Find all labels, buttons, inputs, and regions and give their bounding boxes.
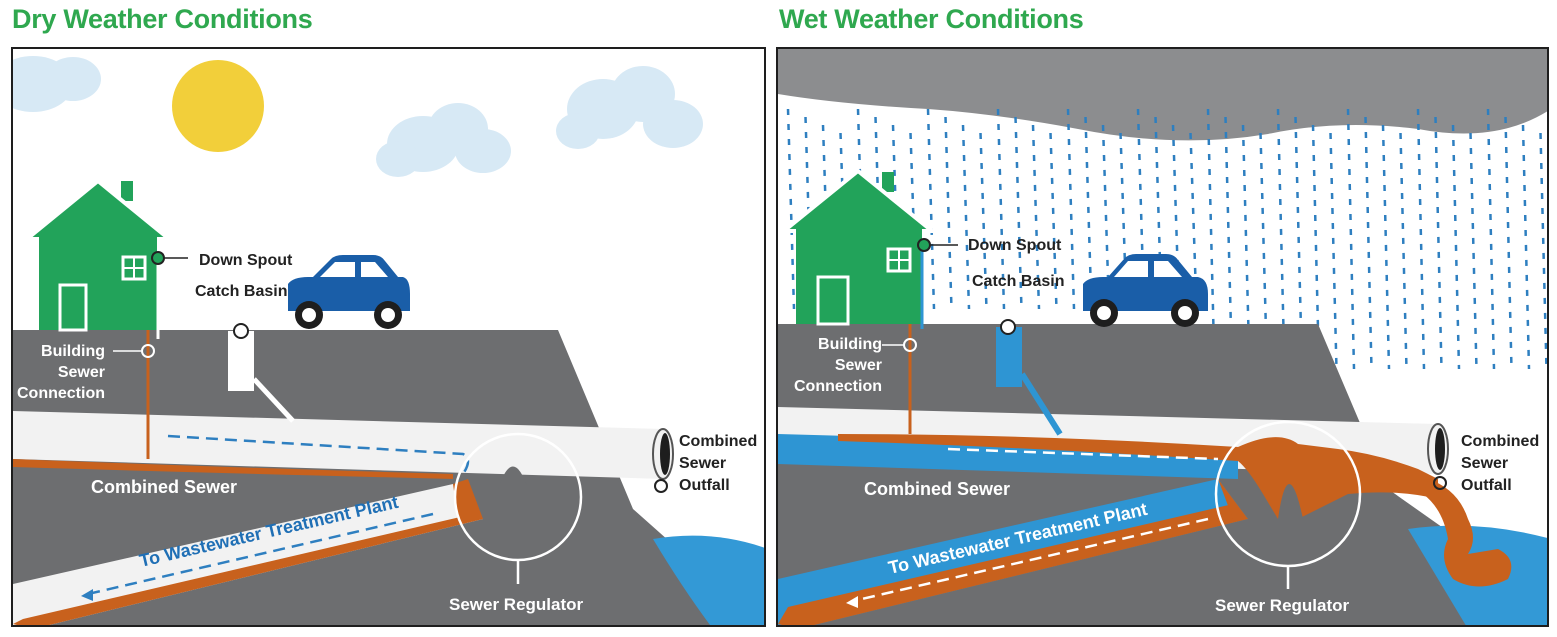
outfall-label-line1: Combined <box>1461 433 1539 450</box>
house-icon <box>21 178 175 332</box>
wet-weather-panel: Down Spout Catch Basin Building Sewer Co… <box>776 47 1549 627</box>
cloud-icon <box>376 103 511 177</box>
outfall-label-line1: Combined <box>679 433 757 450</box>
building-sewer-label-line1: Building <box>41 343 105 360</box>
overflow-discharge <box>1423 479 1512 587</box>
building-sewer-label-line1: Building <box>818 336 882 353</box>
treatment-plant-pipe <box>13 484 483 625</box>
receiving-water <box>653 535 764 625</box>
house-icon <box>778 168 938 326</box>
outfall-label-line2: Sewer <box>679 455 726 472</box>
outfall-label-line2: Sewer <box>1461 455 1508 472</box>
dry-weather-illustration: Down Spout Catch Basin Building Sewer Co… <box>13 49 764 625</box>
building-sewer-label-line2: Sewer <box>835 357 882 374</box>
catch-basin-label: Catch Basin <box>972 273 1064 290</box>
cloud-icon <box>556 66 703 149</box>
dry-weather-panel: Down Spout Catch Basin Building Sewer Co… <box>11 47 766 627</box>
down-spout-label: Down Spout <box>199 252 293 269</box>
sun-icon <box>172 60 264 152</box>
outfall-label-line3: Outfall <box>679 477 730 494</box>
wet-panel-title: Wet Weather Conditions <box>779 4 1084 34</box>
combined-sewer-pipe <box>13 411 663 479</box>
cloud-icon <box>13 56 101 112</box>
catch-basin <box>228 331 254 391</box>
catch-basin-label: Catch Basin <box>195 283 287 300</box>
storm-cloud-icon <box>778 49 1547 141</box>
sewage-flow <box>13 459 453 479</box>
dry-panel-title: Dry Weather Conditions <box>12 4 313 34</box>
building-sewer-label-line3: Connection <box>794 378 882 395</box>
wet-weather-illustration: Down Spout Catch Basin Building Sewer Co… <box>778 49 1547 625</box>
car-icon <box>288 255 410 329</box>
car-icon <box>1083 254 1208 327</box>
regulator-label: Sewer Regulator <box>1215 596 1350 615</box>
combined-sewer-label: Combined Sewer <box>91 477 237 497</box>
regulator-label: Sewer Regulator <box>449 595 584 614</box>
building-sewer-label-line3: Connection <box>17 385 105 402</box>
combined-sewer-label: Combined Sewer <box>864 479 1010 499</box>
outfall-label-line3: Outfall <box>1461 477 1512 494</box>
down-spout-label: Down Spout <box>968 237 1062 254</box>
building-sewer-label-line2: Sewer <box>58 364 105 381</box>
